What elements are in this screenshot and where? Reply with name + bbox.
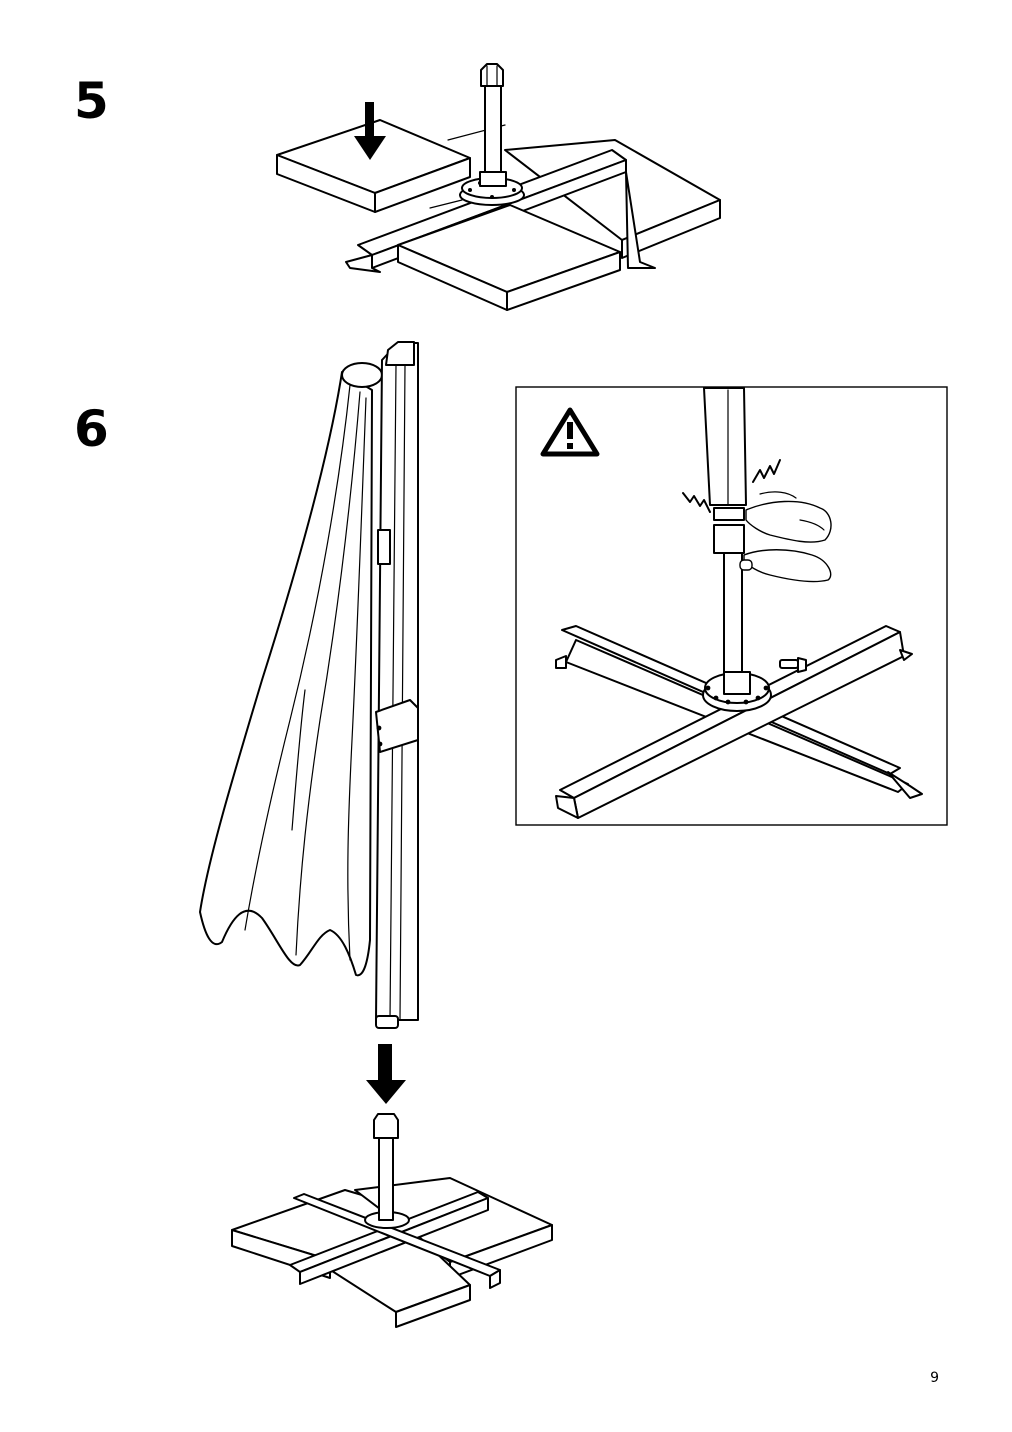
base-pole [479, 63, 507, 187]
step-number-6: 6 [74, 400, 109, 458]
weight-slab-back [504, 139, 721, 259]
umbrella-pole [375, 341, 419, 1029]
assembled-base [231, 1113, 553, 1328]
pole-detail [703, 387, 747, 674]
cross-base-detail [555, 625, 923, 819]
shake-icon [682, 459, 781, 513]
step-number-5: 5 [74, 72, 109, 130]
page-number: 9 [930, 1370, 939, 1386]
weight-slab-lowered [276, 119, 471, 213]
hands-icon [739, 491, 832, 583]
umbrella-canopy [199, 362, 383, 977]
down-arrow-icon [366, 1044, 406, 1104]
weight-slab-front [397, 204, 621, 311]
warning-triangle-icon [540, 407, 600, 457]
warning-panel [515, 386, 948, 826]
step5-illustration [276, 63, 721, 311]
down-arrow-icon [354, 102, 386, 160]
step6-illustration [199, 341, 553, 1328]
